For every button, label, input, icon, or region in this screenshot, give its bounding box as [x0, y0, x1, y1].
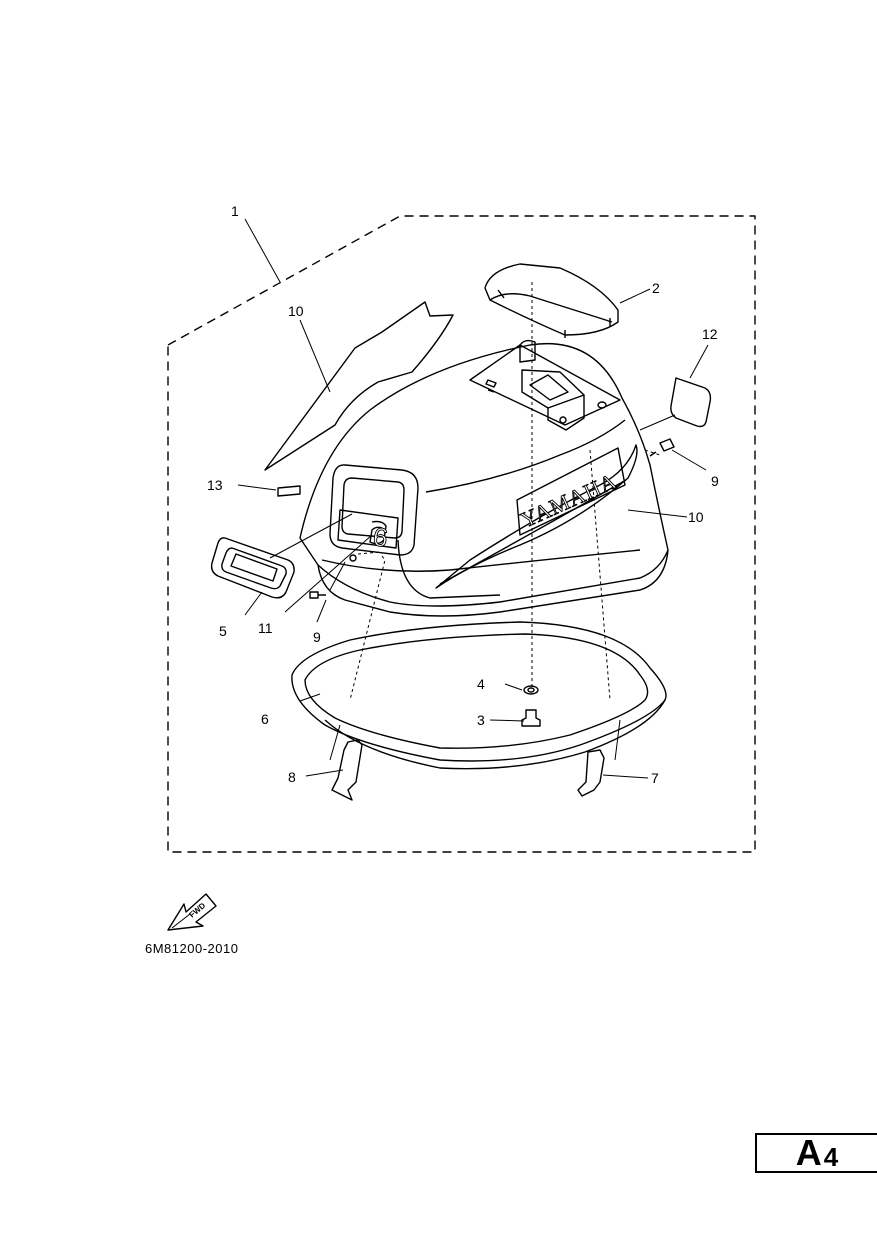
bolt-3 — [521, 709, 541, 727]
model-decal — [337, 509, 399, 549]
callout-4: 4 — [477, 676, 485, 692]
seal-6 — [291, 621, 667, 770]
callout-9-left: 9 — [313, 629, 321, 645]
callout-9-right: 9 — [711, 473, 719, 489]
page-number: 4 — [823, 1142, 839, 1172]
washer-4 — [523, 685, 539, 695]
screw-9-left — [309, 591, 326, 599]
callout-10-right: 10 — [688, 509, 704, 525]
grommet-5 — [210, 537, 295, 599]
callout-7: 7 — [651, 770, 659, 786]
screw-9-right — [649, 438, 675, 457]
callout-6: 6 — [261, 711, 269, 727]
callout-1: 1 — [231, 203, 239, 219]
callout-labels: 1 2 12 10 9 13 10 5 11 9 4 6 3 8 7 — [207, 203, 719, 786]
page-indicator: A 4 — [755, 1133, 877, 1173]
top-cap — [484, 263, 619, 336]
callout-3: 3 — [477, 712, 485, 728]
top-cowling — [299, 339, 669, 617]
yamaha-emblem — [516, 447, 626, 536]
model-digit: 6 — [371, 521, 390, 553]
callout-12: 12 — [702, 326, 718, 342]
leader-lines — [237, 218, 709, 779]
callout-5: 5 — [219, 623, 227, 639]
bracket-8 — [331, 739, 363, 801]
page-letter: A — [795, 1132, 822, 1173]
bracket-7 — [577, 749, 605, 797]
patch-12 — [670, 377, 712, 428]
callout-10-top: 10 — [288, 303, 304, 319]
fwd-arrow-icon: FWD — [167, 893, 217, 931]
callout-2: 2 — [652, 280, 660, 296]
callout-11: 11 — [258, 620, 273, 636]
side-stripe-right — [435, 444, 638, 589]
alignment-lines — [349, 282, 661, 701]
callout-8: 8 — [288, 769, 296, 785]
label-13 — [277, 485, 301, 497]
assembly-boundary — [167, 215, 756, 853]
clip-11 — [349, 554, 357, 562]
cowling-window — [329, 464, 419, 556]
drawing-code: 6M81200-2010 — [145, 941, 239, 956]
callout-13: 13 — [207, 477, 223, 493]
side-stripe-left — [264, 301, 454, 471]
